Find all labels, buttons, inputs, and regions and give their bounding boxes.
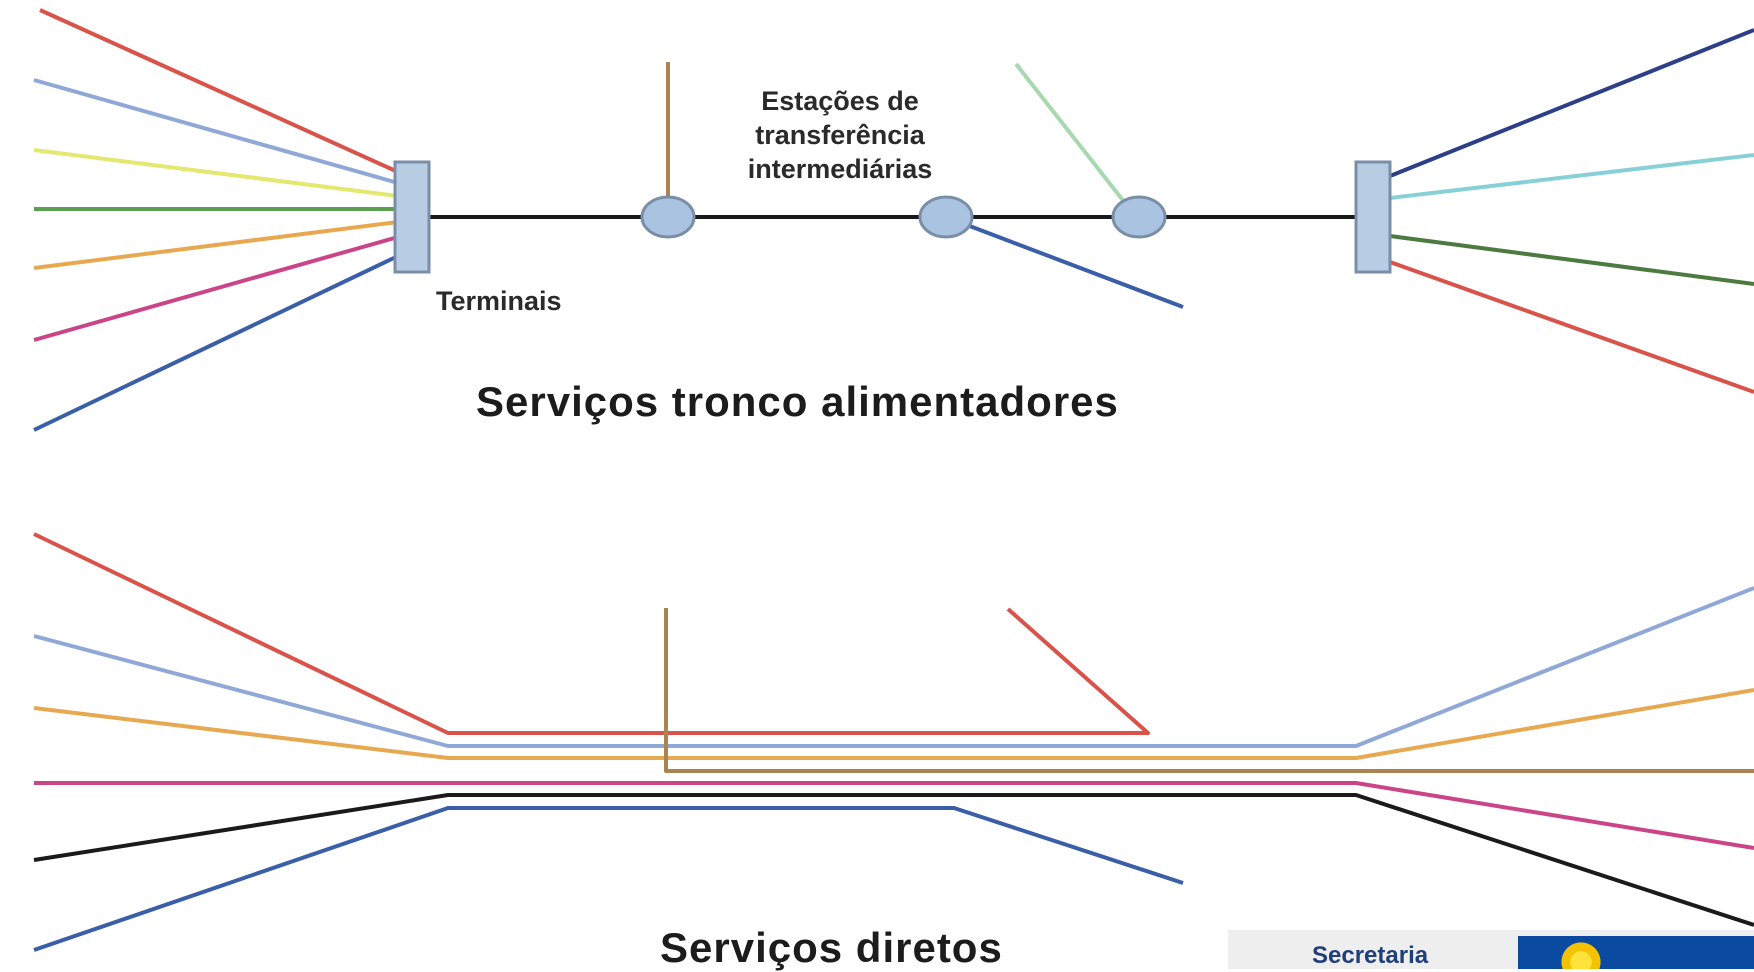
terminals-label: Terminais — [436, 286, 562, 316]
direct-services-title: Serviços diretos — [660, 924, 1003, 971]
feeder-line-cyan-right — [1389, 153, 1754, 200]
feeder-line-red-right — [1389, 260, 1754, 394]
feeder-line-yellow-left — [33, 148, 399, 198]
stations-label-line-3: intermediárias — [747, 154, 933, 184]
feeder-line-lightblue-left — [33, 78, 399, 185]
logo-text: Secretaria — [1312, 942, 1429, 969]
feeder-line-darkblue-left — [33, 254, 399, 432]
intermediate-stations-label: Estações de transferência intermediárias — [710, 84, 970, 186]
feeder-line-darkgreen-right — [1389, 234, 1754, 286]
branch-line-blue — [945, 215, 1184, 309]
transfer-station-3 — [1111, 195, 1167, 239]
feeder-line-red-left — [39, 8, 399, 174]
direct-line-blue — [33, 806, 1184, 952]
branch-line-mint — [1014, 62, 1138, 219]
feeder-line-magenta-left — [33, 235, 399, 342]
direct-line-magenta — [34, 781, 1754, 850]
secretaria-logo: Secretaria — [1228, 930, 1754, 969]
terminal-right — [1354, 160, 1392, 274]
sun-icon — [1552, 942, 1610, 969]
transfer-station-1 — [640, 195, 696, 239]
feeder-line-navy-right — [1389, 28, 1754, 178]
direct-line-black — [33, 793, 1754, 927]
direct-line-brown — [664, 608, 1754, 773]
transfer-station-2 — [918, 195, 974, 239]
direct-line-red — [33, 532, 1150, 735]
feeder-line-orange-left — [33, 220, 399, 270]
direct-line-orange — [33, 688, 1754, 760]
trunk-feeder-title: Serviços tronco alimentadores — [476, 378, 1119, 425]
direct-line-lightblue — [33, 586, 1754, 748]
stations-label-line-2: transferência — [755, 120, 925, 150]
trunk-feeder-diagram — [33, 8, 1754, 432]
terminal-left — [393, 160, 431, 274]
stations-label-line-1: Estações de — [761, 86, 919, 116]
logo-emblem — [1518, 936, 1754, 969]
direct-services-diagram — [33, 532, 1754, 952]
